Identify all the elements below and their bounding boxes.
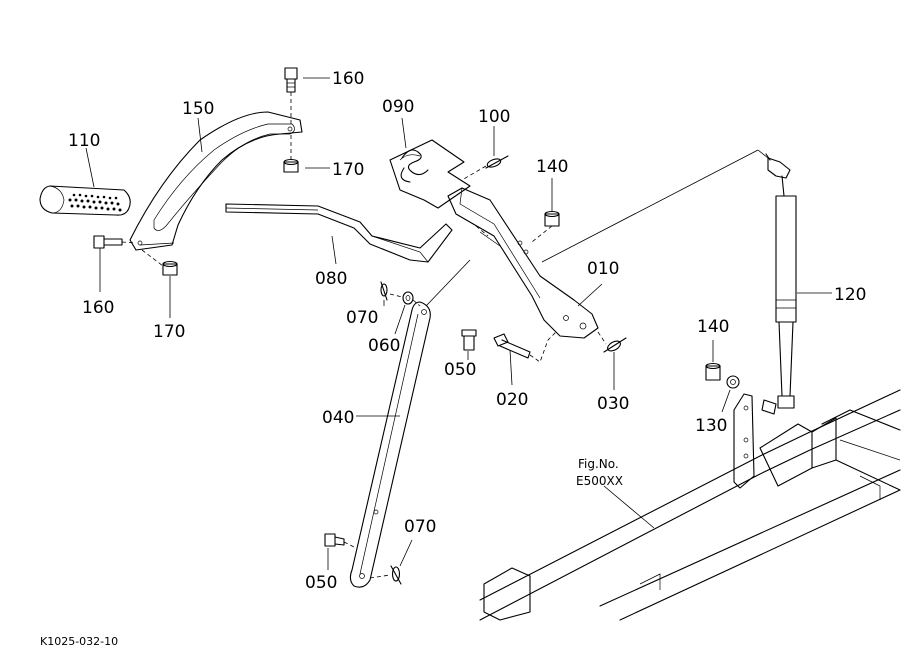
pedal-arm-part (225, 203, 453, 263)
snap-pin-030-part (597, 331, 627, 353)
ball-joint-tip (765, 153, 771, 161)
callout-010: 010 (587, 259, 619, 279)
nut-140-top-part (531, 210, 560, 243)
figure-ref-label: Fig.No. (578, 457, 619, 471)
callout-050-lower: 050 (305, 573, 337, 593)
bolt-160-lower-part (93, 235, 137, 249)
callout-160-lower: 160 (82, 298, 114, 318)
pin-020-part (493, 331, 557, 363)
callout-140-lower: 140 (697, 317, 729, 337)
ball-stud-part (761, 399, 777, 415)
callout-030: 030 (597, 394, 629, 414)
nut-170-top-part (283, 135, 299, 173)
callout-170-lower: 170 (153, 322, 185, 342)
callout-100: 100 (478, 107, 510, 127)
spring-part (389, 139, 471, 209)
nut-170-lower-part (141, 249, 178, 276)
bracket-lever-part (447, 187, 599, 339)
callout-140-top: 140 (536, 157, 568, 177)
snap-pin-100-part (461, 155, 509, 181)
clevis-pin-050-upper-part (461, 329, 477, 351)
callout-160-top: 160 (332, 69, 364, 89)
snap-pin-070-lower-part (369, 565, 402, 585)
clevis-pin-050-lower-part (324, 533, 357, 549)
frame-bracket-part (733, 393, 755, 489)
callout-050-upper: 050 (444, 360, 476, 380)
callout-080: 080 (315, 269, 347, 289)
connection-lines (425, 149, 769, 307)
callout-020: 020 (496, 390, 528, 410)
snap-pin-070-upper-part (380, 281, 388, 301)
leader-lines (85, 77, 832, 570)
frame-part (479, 389, 901, 621)
gas-spring-part (767, 157, 797, 409)
link-rod-part (349, 301, 431, 588)
bolt-160-top-part (284, 67, 298, 125)
washer-130-part (726, 375, 740, 389)
callout-070-lower: 070 (404, 517, 436, 537)
callout-090: 090 (382, 97, 414, 117)
nut-140-lower-part (705, 362, 721, 381)
washer-060-part (389, 291, 421, 307)
callout-120: 120 (834, 285, 866, 305)
diagram-code: K1025-032-10 (40, 635, 118, 648)
pedal-plate-part (129, 111, 303, 251)
callout-130: 130 (695, 416, 727, 436)
callout-110: 110 (68, 131, 100, 151)
callout-070-upper: 070 (346, 308, 378, 328)
figure-ref-number: E500XX (576, 474, 623, 488)
callout-060: 060 (368, 336, 400, 356)
callout-170-top: 170 (332, 160, 364, 180)
pedal-pad-part (39, 185, 131, 216)
callout-150: 150 (182, 99, 214, 119)
callout-040: 040 (322, 408, 354, 428)
